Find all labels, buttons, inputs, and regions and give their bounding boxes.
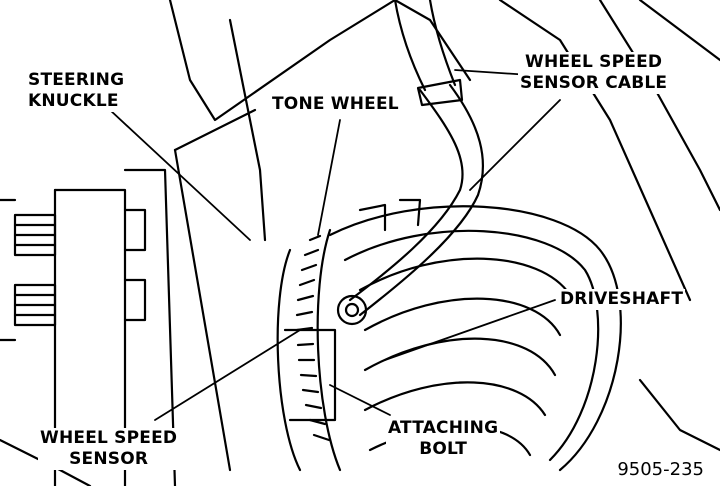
callout-sensor-cable-line2: SENSOR CABLE	[520, 73, 668, 93]
callout-wheel-speed-sensor: WHEEL SPEED SENSOR	[38, 428, 180, 470]
callout-attaching-bolt: ATTACHING BOLT	[386, 418, 501, 460]
leader-lines	[109, 69, 561, 421]
leader-tone-wheel	[317, 119, 341, 236]
callout-wheel-speed-sensor-cable: WHEEL SPEED SENSOR CABLE	[518, 52, 670, 94]
callout-sensor-line1: WHEEL SPEED	[40, 428, 178, 448]
callout-sensor-line2: SENSOR	[69, 449, 149, 469]
callout-attaching-bolt-line1: ATTACHING	[388, 418, 499, 438]
callout-driveshaft-line1: DRIVESHAFT	[560, 289, 684, 309]
leader-attaching-bolt	[329, 384, 391, 416]
callout-sensor-cable-line1: WHEEL SPEED	[525, 52, 663, 72]
leader-steering-knuckle	[109, 109, 251, 241]
figure-number: 9505-235	[615, 459, 706, 480]
tone-wheel	[276, 228, 342, 472]
callout-tone-wheel: TONE WHEEL	[270, 94, 401, 115]
callout-attaching-bolt-line2: BOLT	[419, 439, 468, 459]
leader-sensor-cable-2	[469, 99, 561, 191]
sensor-cable	[336, 0, 485, 326]
leader-sensor	[154, 329, 301, 421]
leader-sensor-cable	[454, 69, 531, 76]
steering-knuckle-hub	[0, 168, 177, 486]
callout-steering-knuckle: STEERING KNUCKLE	[26, 70, 127, 112]
callout-steering-knuckle-line1: STEERING	[28, 70, 125, 90]
callout-tone-wheel-line1: TONE WHEEL	[272, 94, 399, 114]
callout-driveshaft: DRIVESHAFT	[558, 289, 686, 310]
leader-driveshaft	[384, 299, 556, 361]
callout-steering-knuckle-line2: KNUCKLE	[28, 91, 119, 111]
